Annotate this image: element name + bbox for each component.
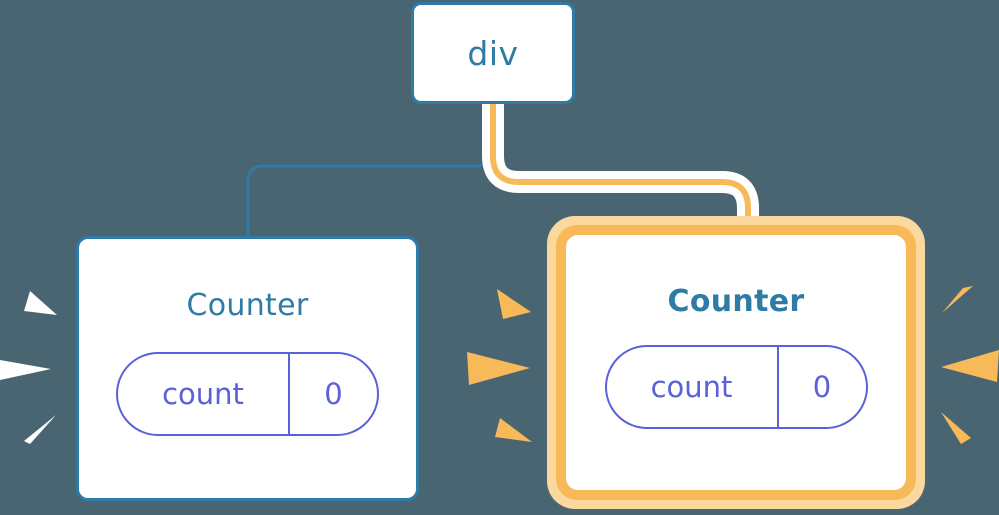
burst-right-outer — [941, 286, 999, 444]
node-div-label: div — [467, 33, 519, 73]
node-counter-left-title: Counter — [186, 288, 309, 323]
burst-left-outer — [0, 291, 57, 444]
burst-left-inner — [467, 289, 532, 442]
node-div[interactable]: div — [411, 2, 575, 104]
burst-ray — [24, 415, 56, 444]
burst-ray — [942, 286, 973, 313]
state-pill-left: count 0 — [116, 352, 379, 436]
node-counter-right-highlight-ring: Counter count 0 — [556, 225, 916, 500]
state-value-right: 0 — [812, 370, 832, 404]
burst-ray — [497, 289, 531, 319]
state-value-left: 0 — [324, 377, 343, 411]
burst-ray — [0, 360, 51, 380]
burst-ray — [941, 350, 999, 382]
node-counter-left[interactable]: Counter count 0 — [76, 236, 419, 501]
burst-ray — [941, 412, 971, 444]
state-pill-right: count 0 — [604, 345, 868, 429]
state-key-right: count — [607, 347, 779, 427]
state-key-left: count — [118, 354, 290, 434]
node-counter-right[interactable]: Counter count 0 — [566, 235, 906, 490]
burst-ray — [495, 418, 532, 442]
node-counter-right-highlight-glow: Counter count 0 — [547, 216, 925, 509]
node-counter-right-title: Counter — [667, 284, 805, 319]
edge-div-to-counter-right — [490, 104, 751, 228]
burst-ray — [467, 352, 530, 385]
burst-ray — [24, 291, 57, 315]
